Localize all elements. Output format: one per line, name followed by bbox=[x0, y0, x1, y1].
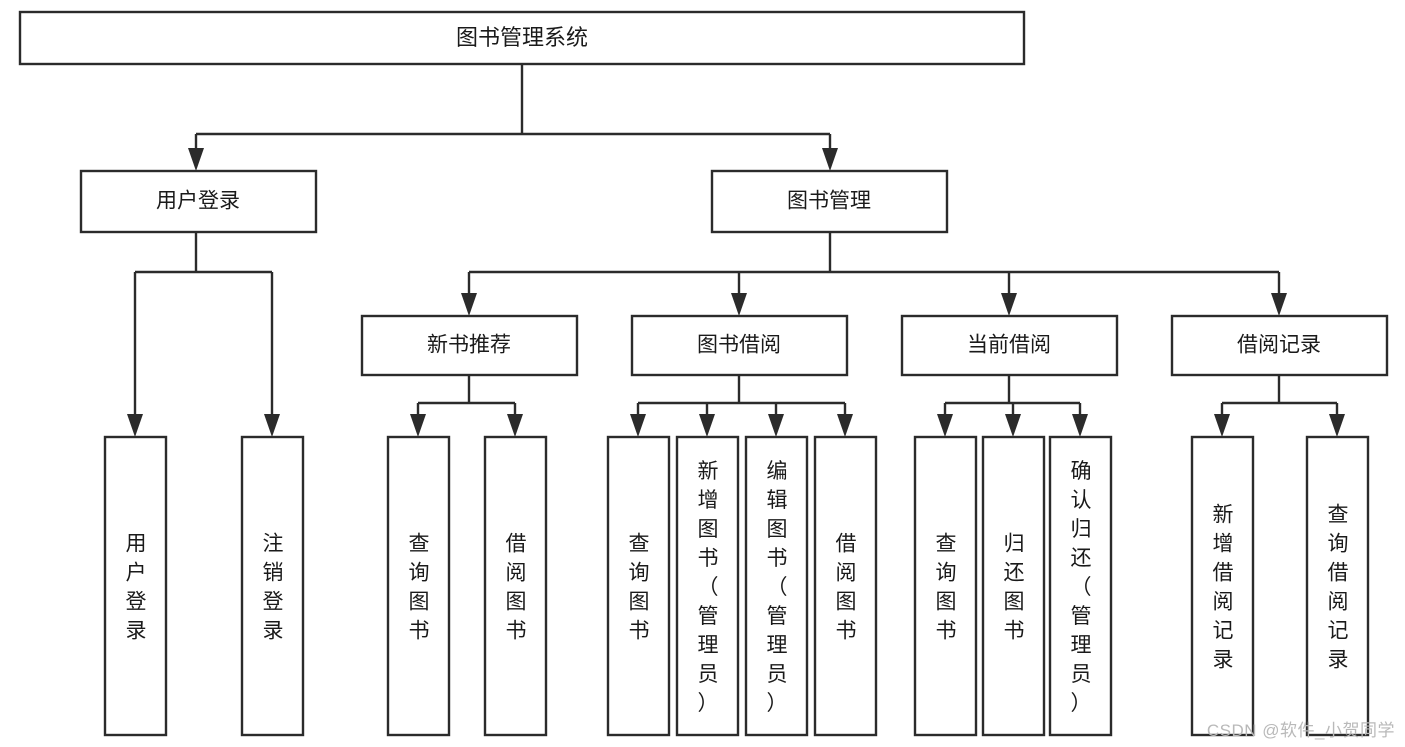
node-new-book-recommend-box[interactable] bbox=[360, 314, 579, 377]
arrowhead-leaf-logout-login bbox=[264, 414, 280, 437]
node-borrow-record-label: 借阅记录 bbox=[1237, 334, 1321, 357]
leaf-add-record-box[interactable] bbox=[1190, 435, 1255, 737]
node-book-manage-label: 图书管理 bbox=[787, 190, 871, 213]
leaf-borrow-book-2-label: 借阅图书 bbox=[836, 533, 857, 643]
leaf-user-login-box[interactable] bbox=[103, 435, 168, 737]
node-user-login-label: 用户登录 bbox=[156, 190, 240, 213]
node-current-borrow-label: 当前借阅 bbox=[967, 334, 1051, 357]
node-book-borrow[interactable]: 图书借阅 bbox=[630, 314, 849, 377]
node-book-manage[interactable]: 图书管理 bbox=[710, 169, 949, 234]
node-book-manage-box[interactable] bbox=[710, 169, 949, 234]
leaf-query-record-label: 查询借阅记录 bbox=[1328, 504, 1349, 672]
node-new-book-recommend[interactable]: 新书推荐 bbox=[360, 314, 579, 377]
connector-layer bbox=[127, 64, 1345, 437]
leaf-return-book-label: 归还图书 bbox=[1004, 533, 1025, 643]
node-user-login[interactable]: 用户登录 bbox=[79, 169, 318, 234]
leaf-user-login-label: 用户登录 bbox=[126, 533, 147, 643]
leaf-query-record-box[interactable] bbox=[1305, 435, 1370, 737]
node-borrow-record-box[interactable] bbox=[1170, 314, 1389, 377]
leaf-query-book-2-label: 查询图书 bbox=[629, 533, 650, 643]
leaf-return-book-box[interactable] bbox=[981, 435, 1046, 737]
arrowhead-leaf-borrow-book-2 bbox=[837, 414, 853, 437]
leaf-borrow-book-1-box[interactable] bbox=[483, 435, 548, 737]
leaf-add-record-label: 新增借阅记录 bbox=[1213, 504, 1234, 672]
leaf-edit-book-box[interactable] bbox=[744, 435, 809, 737]
node-current-borrow-box[interactable] bbox=[900, 314, 1119, 377]
node-borrow-record[interactable]: 借阅记录 bbox=[1170, 314, 1389, 377]
node-book-borrow-box[interactable] bbox=[630, 314, 849, 377]
csdn-watermark: CSDN @软件_小贺同学 bbox=[1206, 721, 1395, 740]
arrowhead-leaf-add-book bbox=[699, 414, 715, 437]
leaf-query-book-3-label: 查询图书 bbox=[936, 533, 957, 643]
node-current-borrow[interactable]: 当前借阅 bbox=[900, 314, 1119, 377]
leaf-borrow-book-1-label: 借阅图书 bbox=[506, 533, 527, 643]
leaf-add-book-box[interactable] bbox=[675, 435, 740, 737]
arrowhead-borrow-record bbox=[1271, 293, 1287, 316]
leaf-logout-login-label: 注销登录 bbox=[263, 533, 284, 643]
arrowhead-leaf-edit-book bbox=[768, 414, 784, 437]
arrowhead-leaf-borrow-book-1 bbox=[507, 414, 523, 437]
node-user-login-box[interactable] bbox=[79, 169, 318, 234]
leaf-edit-book-label: 编辑图书（管理员） bbox=[767, 460, 788, 715]
arrowhead-leaf-return-book bbox=[1005, 414, 1021, 437]
leaf-confirm-return-box[interactable] bbox=[1048, 435, 1113, 737]
arrowhead-leaf-query-book-3 bbox=[937, 414, 953, 437]
arrowhead-book-manage bbox=[822, 148, 838, 171]
node-root[interactable]: 图书管理系统 bbox=[18, 10, 1026, 66]
node-root-box[interactable] bbox=[18, 10, 1026, 66]
arrowhead-new-book-recommend bbox=[461, 293, 477, 316]
arrowhead-leaf-query-book-1 bbox=[410, 414, 426, 437]
arrowhead-current-borrow bbox=[1001, 293, 1017, 316]
node-book-borrow-label: 图书借阅 bbox=[697, 334, 781, 357]
arrowhead-leaf-confirm-return bbox=[1072, 414, 1088, 437]
arrowhead-leaf-user-login bbox=[127, 414, 143, 437]
arrowhead-leaf-query-book-2 bbox=[630, 414, 646, 437]
leaf-logout-login-box[interactable] bbox=[240, 435, 305, 737]
node-root-label: 图书管理系统 bbox=[456, 25, 588, 50]
leaf-query-book-2-box[interactable] bbox=[606, 435, 671, 737]
leaf-query-book-1-box[interactable] bbox=[386, 435, 451, 737]
leaf-layer bbox=[103, 435, 1370, 737]
arrowhead-user-login bbox=[188, 148, 204, 171]
leaf-query-book-3-box[interactable] bbox=[913, 435, 978, 737]
leaf-query-book-1-label: 查询图书 bbox=[409, 533, 430, 643]
arrowhead-leaf-query-record bbox=[1329, 414, 1345, 437]
arrowhead-leaf-add-record bbox=[1214, 414, 1230, 437]
arrowhead-book-borrow bbox=[731, 293, 747, 316]
leaf-borrow-book-2-box[interactable] bbox=[813, 435, 878, 737]
leaf-confirm-return-label: 确认归还（管理员） bbox=[1071, 460, 1092, 715]
leaf-add-book-label: 新增图书（管理员） bbox=[698, 460, 719, 715]
leaf-label-layer: 用户登录 注销登录 查询图书 借阅图书 查询图书 新增图书（管理员） 编辑图书（… bbox=[126, 460, 1349, 715]
node-new-book-recommend-label: 新书推荐 bbox=[427, 334, 511, 357]
